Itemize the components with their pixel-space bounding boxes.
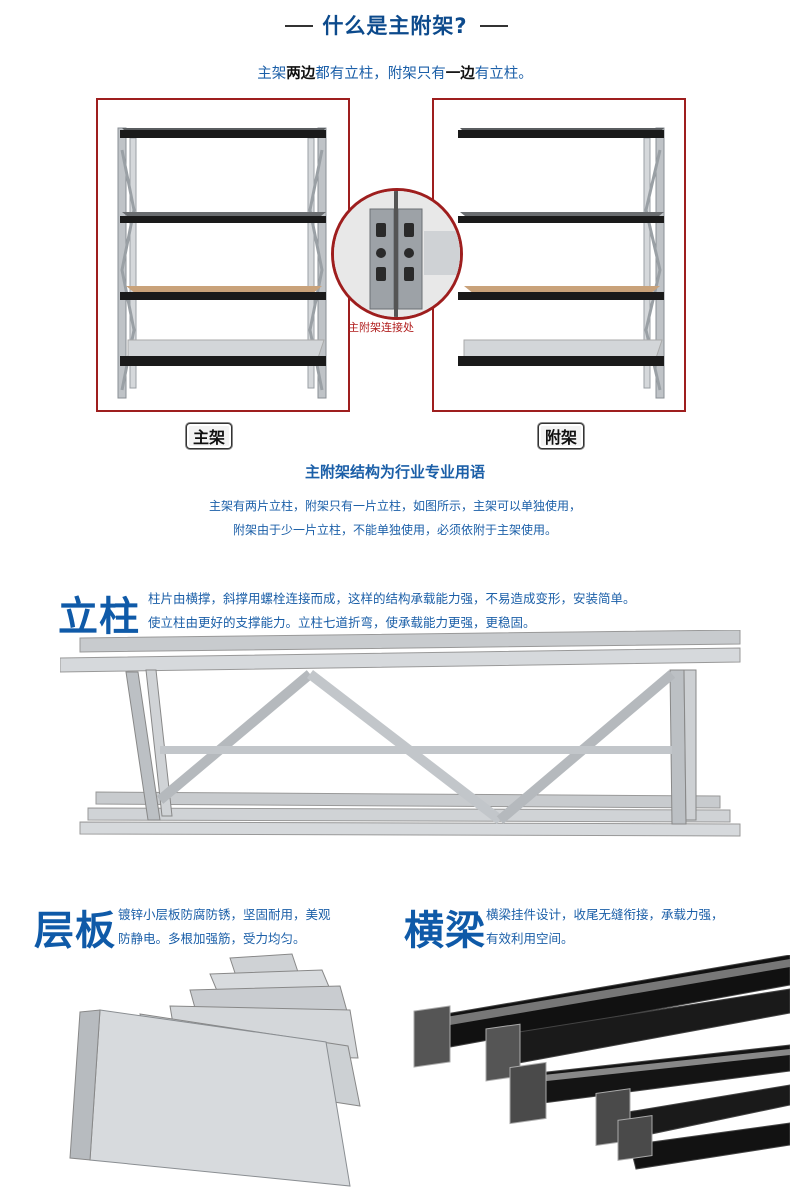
upright-title: 立柱 [58, 594, 140, 640]
beam-desc-line2: 有效利用空间。 [486, 931, 574, 946]
shelf-desc-line1: 镀锌小层板防腐防锈，坚固耐用，美观 [118, 907, 331, 922]
connection-detail [331, 188, 463, 320]
shelf-title: 层板 [34, 908, 116, 954]
title-line-left [285, 25, 313, 27]
connection-image [334, 191, 460, 317]
title-line-right [480, 25, 508, 27]
beam-image [400, 954, 790, 1190]
section1-desc-line2: 附架由于少一片立柱，不能单独使用，必须依附于主架使用。 [232, 523, 557, 537]
sub-rack-image [458, 127, 665, 399]
connection-label: 主附架连接处 [348, 321, 414, 334]
page-title: 什么是主附架? [322, 14, 468, 38]
subtitle-part-a: 主架 [257, 66, 287, 82]
section1-heading: 主附架结构为行业专业用语 [304, 463, 485, 481]
subtitle-part-b: 两边 [286, 66, 316, 82]
upright-desc-line1: 柱片由横撑，斜撑用螺栓连接而成，这样的结构承载能力强，不易造成变形，安装简单。 [148, 591, 636, 606]
shelf-image [60, 950, 370, 1190]
upright-image [59, 629, 750, 840]
subtitle-part-e: 有立柱。 [474, 66, 533, 82]
main-rack-image [117, 127, 327, 399]
upright-desc-line2: 使立柱由更好的支撑能力。立柱七道折弯，使承载能力更强，更稳固。 [148, 615, 536, 630]
subtitle-part-d: 一边 [445, 66, 475, 82]
section1-desc-line1: 主架有两片立柱，附架只有一片立柱，如图所示，主架可以单独使用， [208, 499, 581, 513]
subtitle-part-c: 都有立柱，附架只有 [315, 66, 446, 82]
subtitle: 主架两边都有立柱，附架只有一边有立柱。 [0, 62, 790, 83]
sub-rack-frame [432, 98, 686, 412]
beam-title: 横梁 [404, 908, 486, 954]
beam-desc-line1: 横梁挂件设计，收尾无缝衔接，承载力强， [486, 907, 724, 922]
shelf-desc-line2: 防静电。多根加强筋，受力均匀。 [118, 931, 306, 946]
main-rack-frame [96, 98, 350, 412]
main-rack-tag: 主架 [186, 423, 233, 449]
sub-rack-tag: 附架 [538, 423, 585, 449]
